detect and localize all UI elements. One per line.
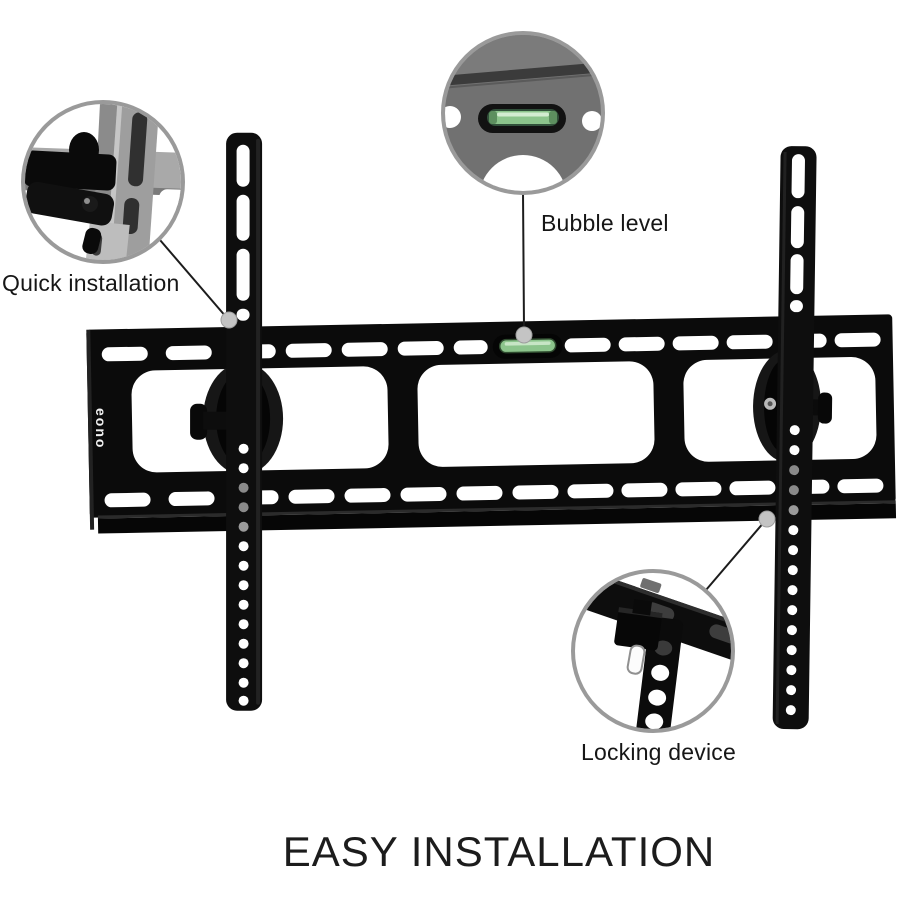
page-title: EASY INSTALLATION [282, 828, 716, 875]
callout-label-bubble-level: Bubble level [541, 210, 669, 236]
right-vesa-arm [753, 146, 833, 730]
callout-label-quick-installation: Quick installation [2, 270, 180, 296]
left-arm-holes [238, 443, 249, 706]
left-arm-slots [236, 144, 250, 321]
callout-line-quick-installation [159, 239, 228, 319]
right-arm-holes [785, 425, 800, 716]
anchor-dot-locking-device [758, 510, 776, 528]
callout-line-bubble-level [522, 191, 525, 329]
callout-anchor-dots [220, 311, 776, 528]
wall-mount-bracket [86, 132, 897, 730]
bubble-level-vial [492, 333, 563, 359]
plate-lip-highlight [97, 500, 896, 519]
anchor-dot-bubble-level [515, 326, 533, 344]
left-tension-knob [190, 403, 230, 440]
callout-label-locking-device: Locking device [581, 739, 736, 765]
callout-lines [159, 191, 766, 591]
plate-lip [97, 503, 897, 534]
quick-installation-detail-icon [21, 100, 185, 264]
bubble-level-detail-icon [441, 31, 605, 195]
brand-logo: eono [93, 408, 109, 450]
anchor-dot-quick-installation [220, 311, 238, 329]
bottom-mounting-slots [104, 478, 884, 508]
left-vesa-arm [190, 132, 284, 711]
right-arm-slots [789, 154, 805, 313]
plate-windows [131, 357, 877, 473]
callout-line-locking-device [705, 520, 766, 591]
locking-device-detail-icon [571, 569, 735, 733]
wall-plate [86, 314, 897, 534]
